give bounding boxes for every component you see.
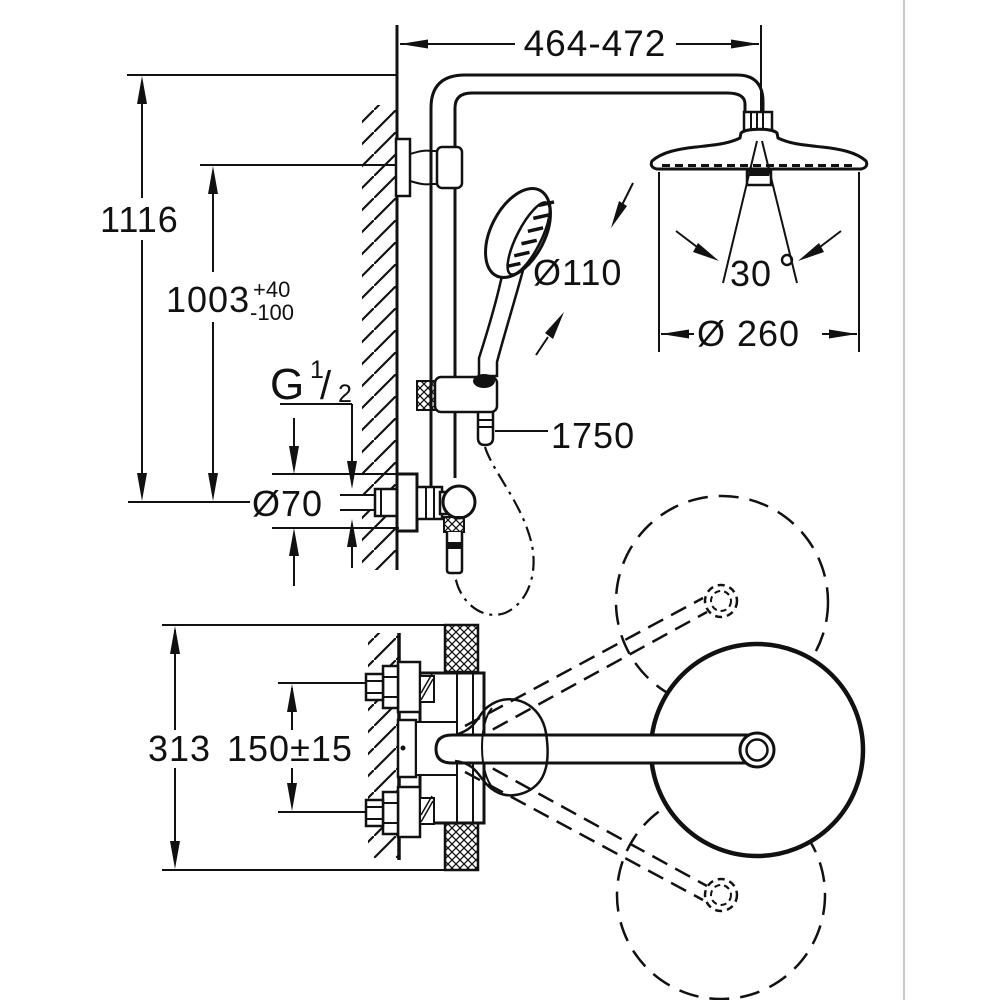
shower-hose: [451, 446, 535, 616]
rail-holder: [416, 374, 499, 414]
dim-width-top: 464-472: [400, 23, 759, 64]
hose-nut: [443, 516, 465, 533]
hose-length-value: 1750: [551, 415, 635, 456]
thread-label: G 1 / 2: [270, 356, 357, 568]
dim-depth: 313: [148, 626, 211, 869]
dim-supply-tol-plus: +40: [253, 277, 290, 302]
extension-lines-upper: [127, 25, 762, 503]
dim-supply-height: 1003 +40 -100: [166, 166, 294, 501]
dim-handshower-value: Ø110: [533, 252, 622, 293]
dim-total-height: 1116: [100, 76, 179, 501]
head-position-down-dashed: [615, 789, 827, 1000]
union-nut: [373, 487, 400, 518]
head-shower-top-view: [434, 641, 866, 859]
dim-supply-tol-minus: -100: [250, 300, 294, 325]
thread-numerator: 1: [310, 356, 324, 384]
dim-width-top-value: 464-472: [524, 23, 667, 64]
head-shower-front: [649, 110, 869, 187]
hand-shower-head: [484, 187, 555, 279]
tile-block-bottom: [443, 821, 480, 872]
thread-letter: G: [270, 360, 304, 409]
rail-wall-bracket: [394, 137, 464, 198]
hose-length-label: 1750: [495, 415, 635, 456]
swivel-angle-value: 30: [730, 253, 772, 294]
tile-blocks: [443, 623, 480, 872]
swivel-angle-annotation: 30: [675, 140, 842, 294]
supply-connection: [340, 472, 477, 575]
hand-shower: [476, 187, 555, 447]
dim-total-height-value: 1116: [100, 199, 179, 240]
dim-supply-height-value: 1003: [166, 279, 250, 320]
arm-hub-inner: [745, 738, 769, 762]
dim-inlet-spacing: 150±15: [227, 684, 353, 811]
handle-end-cap: [473, 374, 495, 388]
swivel-arms-dashed: [464, 596, 708, 902]
dim-depth-value: 313: [148, 728, 211, 769]
diverter-knob: [441, 484, 477, 520]
thread-denominator: 2: [338, 380, 352, 408]
wall-escutcheon-trumpet: [454, 698, 549, 797]
thread-slash: /: [320, 364, 332, 408]
hand-shower-handle: [477, 261, 527, 378]
hose-connector-tube: [476, 412, 495, 447]
holder-knurl: [416, 380, 437, 411]
escutcheon-side-view: [395, 472, 419, 533]
shower-rail: [429, 73, 765, 490]
tile-block-top: [443, 623, 480, 674]
dim-escutcheon: Ø70: [252, 418, 399, 586]
shower-arm: [434, 733, 750, 765]
dim-escutcheon-value: Ø70: [252, 483, 323, 524]
dim-handshower: Ø110: [533, 182, 634, 356]
head-shower-body: [649, 127, 869, 171]
dim-head-value: Ø 260: [697, 313, 800, 354]
dim-head: Ø 260: [658, 172, 860, 354]
dim-inlet-spacing-value: 150±15: [227, 728, 353, 769]
degree-symbol: [780, 253, 794, 267]
